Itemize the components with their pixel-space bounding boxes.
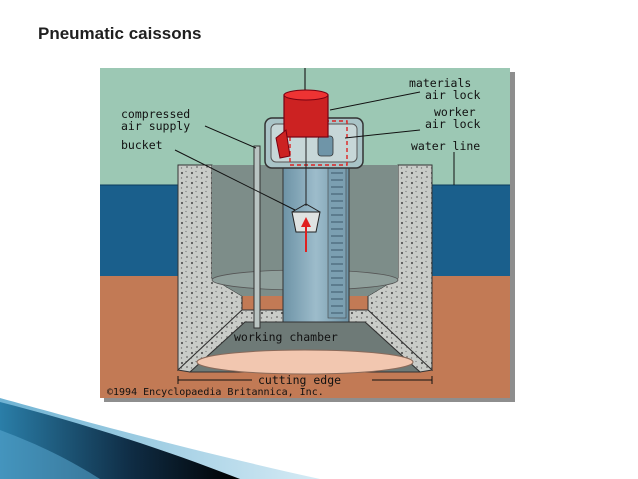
slide-title: Pneumatic caissons bbox=[38, 24, 202, 43]
worker-door bbox=[317, 135, 334, 157]
label-air-supply: air supply bbox=[121, 119, 190, 133]
label-materials: materials bbox=[409, 76, 471, 90]
leader-worker bbox=[344, 129, 421, 139]
copyright-notice: ©1994 Encyclopaedia Britannica, Inc. bbox=[107, 387, 324, 398]
slide-swoosh-decoration bbox=[0, 398, 320, 479]
label-bucket: bucket bbox=[121, 138, 163, 152]
label-worker: worker bbox=[434, 105, 476, 119]
label-materials-air-lock: air lock bbox=[425, 88, 480, 102]
label-water-line: water line bbox=[411, 139, 480, 153]
ladder-rungs bbox=[331, 165, 343, 314]
leader-air-supply bbox=[204, 125, 257, 149]
label-cutting-edge: cutting edge bbox=[258, 373, 341, 387]
chamber-floor bbox=[196, 349, 414, 375]
ladder bbox=[327, 159, 347, 319]
label-worker-air-lock: air lock bbox=[425, 117, 480, 131]
label-working-chamber: working chamber bbox=[234, 330, 338, 344]
diagram-frame bbox=[100, 68, 510, 398]
air-supply-pipe bbox=[253, 145, 261, 329]
materials-air-lock bbox=[283, 94, 329, 138]
leader-materials bbox=[329, 91, 421, 111]
leader-bucket bbox=[174, 149, 296, 211]
label-compressed: compressed bbox=[121, 107, 190, 121]
chute-gate bbox=[275, 129, 291, 159]
